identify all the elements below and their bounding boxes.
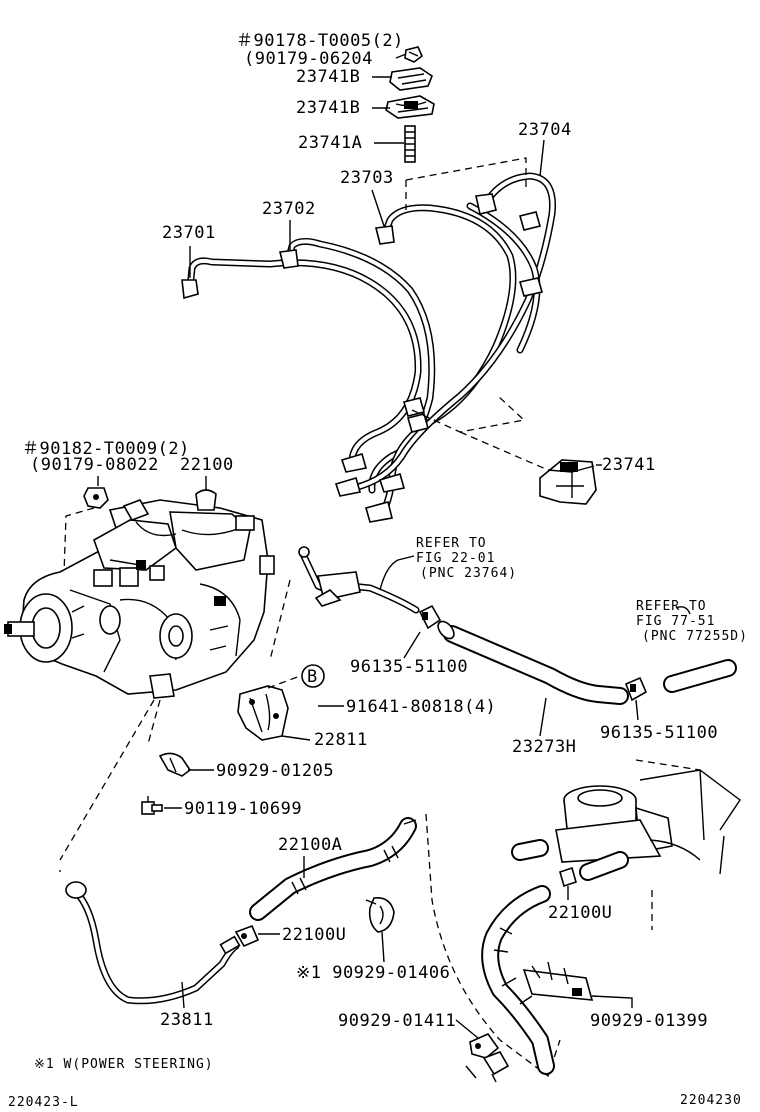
- bolt-90119-part: [141, 796, 163, 815]
- clip-90929-01205-part: [158, 752, 192, 777]
- label-22100u-left: 22100U: [282, 925, 346, 945]
- label-22100a: 22100A: [278, 835, 342, 855]
- label-23811: 23811: [160, 1010, 214, 1030]
- label-23741a: 23741A: [298, 133, 362, 153]
- label-23741b-lower: 23741B: [296, 98, 360, 118]
- label-90929-01399: 90929-01399: [590, 1011, 708, 1031]
- nut-90178-part: [404, 46, 423, 63]
- label-22811: 22811: [314, 730, 368, 750]
- label-91641: 91641-80818(4): [346, 697, 496, 717]
- label-23741: 23741: [602, 455, 656, 475]
- label-22100u-right: 22100U: [548, 903, 612, 923]
- hose-reference-b-part: [663, 659, 737, 693]
- refer-a-line1: REFER TO: [416, 536, 487, 551]
- label-23273h: 23273H: [512, 737, 576, 757]
- label-23703: 23703: [340, 168, 394, 188]
- clamp-23741b-lower-part: [385, 95, 435, 119]
- clip-90929-01411-part: [465, 1033, 510, 1083]
- label-90929-01411: 90929-01411: [338, 1011, 456, 1031]
- label-90179-06204: (90179-06204: [244, 49, 373, 69]
- pipe-23811-part: [65, 881, 241, 1005]
- hose-22100u-left-part: [234, 924, 260, 948]
- diagram-code-left: 220423-L: [8, 1095, 79, 1110]
- footnote: ※1 W(POWER STEERING): [34, 1057, 214, 1072]
- clip-90929-01399-part: [522, 961, 594, 1001]
- stud-23741a-part: [404, 125, 416, 163]
- refer-b-line2: FIG 77-51: [636, 614, 715, 629]
- refer-a-line3: (PNC 23764): [420, 566, 517, 581]
- pipe-fittings-bottom: [334, 453, 406, 523]
- hose-right-lower-part: [481, 885, 555, 1075]
- label-23701: 23701: [162, 223, 216, 243]
- hose-22100a-part: [249, 817, 417, 921]
- clip-96135-left-part: [418, 604, 442, 630]
- pipe-clamps-midway: [403, 211, 544, 433]
- bracket-22811-part: [237, 685, 289, 741]
- valve-assembly-part: [555, 759, 741, 875]
- clamp-90929-01406-part: [365, 896, 395, 933]
- hose-23273h-part: [437, 620, 629, 705]
- pipe-fittings-top: [181, 193, 497, 300]
- label-23704: 23704: [518, 120, 572, 140]
- label-90929-01406: ※1 90929-01406: [296, 963, 450, 983]
- fuel-hose-fitting-part: [298, 546, 420, 614]
- label-90119: 90119-10699: [184, 799, 302, 819]
- diagram-code-right: 2204230: [680, 1093, 742, 1108]
- label-90179-08022: (90179-08022: [30, 455, 159, 475]
- nut-90182-part: [83, 487, 109, 509]
- ref-marker-b-text: B: [307, 667, 318, 687]
- refer-b-line3: (PNC 77255D): [642, 629, 748, 644]
- label-96135-left: 96135-51100: [350, 657, 468, 677]
- label-90182: ＃90182-T0009(2): [22, 439, 190, 459]
- label-22100: 22100: [180, 455, 234, 475]
- label-96135-right: 96135-51100: [600, 723, 718, 743]
- clamp-23741-part: [539, 459, 597, 505]
- label-90929-01205: 90929-01205: [216, 761, 334, 781]
- refer-b-line1: REFER TO: [636, 599, 707, 614]
- hose-22100u-right-part: [511, 839, 629, 888]
- injection-pipes: [186, 172, 557, 518]
- label-23741b-upper: 23741B: [296, 67, 360, 87]
- ref-marker-b: B: [301, 664, 325, 688]
- clamp-23741b-upper-part: [389, 67, 433, 91]
- label-23702: 23702: [262, 199, 316, 219]
- refer-a-line2: FIG 22-01: [416, 551, 495, 566]
- label-90178: ＃90178-T0005(2): [236, 31, 404, 51]
- clip-96135-right-part: [624, 676, 648, 702]
- injection-pump-part: [4, 489, 275, 699]
